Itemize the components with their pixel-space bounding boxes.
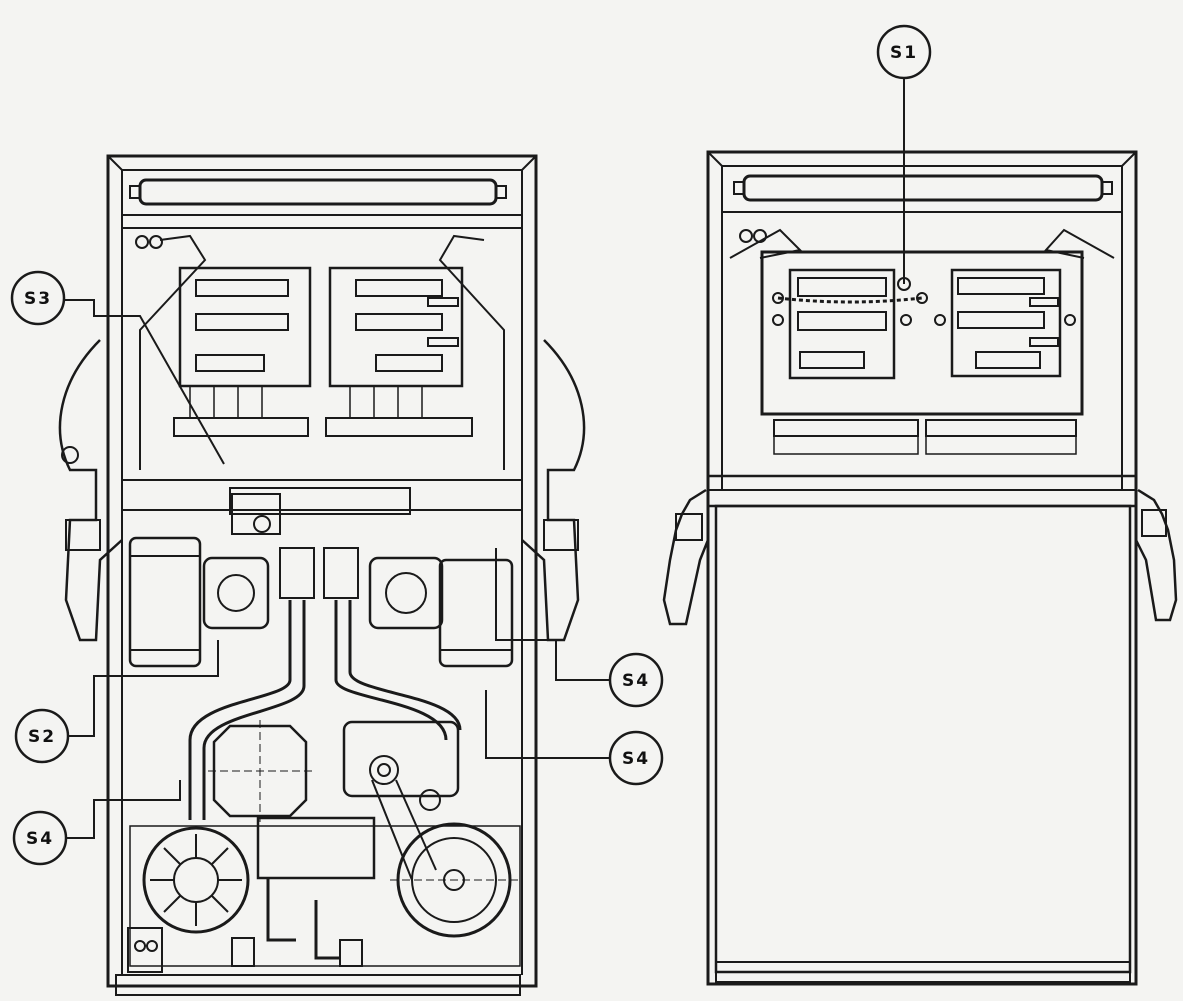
callout-s4-right-upper: S4 [608, 652, 664, 708]
left-wheel-pump [142, 826, 250, 934]
callout-s4-left: S4 [12, 810, 68, 866]
callout-s1: S1 [876, 24, 932, 80]
callout-s2-label: S2 [28, 727, 56, 747]
left-cabinet-frame [106, 154, 538, 988]
left-computer-head-1 [178, 266, 312, 388]
left-pulley-assembly [342, 720, 460, 881]
callout-s4-right-lower-label: S4 [622, 749, 650, 769]
callout-s4-right-upper-label: S4 [622, 671, 650, 691]
callout-s4-right-lower: S4 [608, 730, 664, 786]
right-filter-cylinder [438, 558, 514, 668]
seal-chain [777, 296, 923, 304]
right-nozzle-left-side [662, 488, 710, 626]
right-pump-body [368, 556, 444, 630]
callout-s2: S2 [14, 708, 70, 764]
callout-s1-label: S1 [890, 43, 918, 63]
left-filter-cylinder [128, 536, 202, 668]
right-cabinet-frame [706, 150, 1138, 986]
right-light-tube [733, 174, 1113, 202]
left-nozzle-left-side [58, 339, 123, 642]
callout-s3: S3 [10, 270, 66, 326]
right-dispenser-closed-view [662, 150, 1178, 986]
right-nozzle-right-side [1134, 488, 1178, 622]
callout-s3-label: S3 [24, 289, 52, 309]
callout-s4-left-label: S4 [26, 829, 54, 849]
left-motor [208, 720, 312, 822]
left-base-pulley [390, 822, 518, 938]
right-lower-door [714, 504, 1132, 974]
left-computer-head-2 [328, 266, 464, 388]
right-display-panel [760, 250, 1084, 416]
left-dispenser-open-view [58, 154, 586, 996]
left-pump-body [202, 556, 270, 630]
left-nozzle-right-side [521, 339, 586, 642]
left-light-tube [129, 178, 507, 206]
